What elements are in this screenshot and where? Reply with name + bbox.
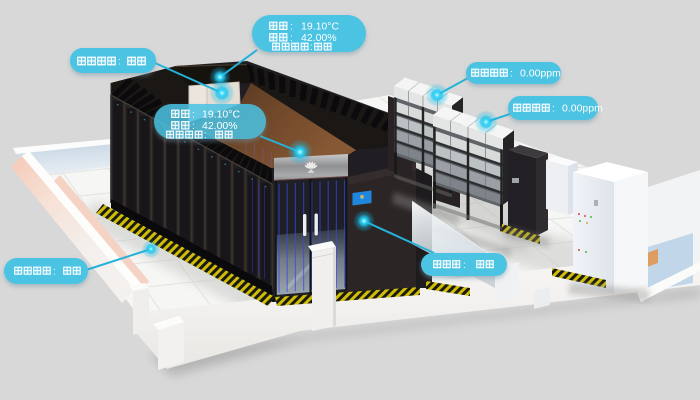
svg-text::: : <box>463 260 466 271</box>
svg-text::: : <box>204 130 207 141</box>
svg-text::: : <box>192 110 195 121</box>
svg-text::: : <box>53 267 56 278</box>
svg-text::: : <box>290 22 293 33</box>
svg-text::: : <box>310 42 313 53</box>
svg-text::: : <box>118 57 121 68</box>
svg-text::: : <box>290 33 293 44</box>
svg-text:0.00ppm: 0.00ppm <box>520 68 561 80</box>
svg-text:19.10°C: 19.10°C <box>301 21 339 33</box>
svg-text::: : <box>552 104 555 115</box>
svg-text::: : <box>510 69 513 80</box>
svg-text:0.00ppm: 0.00ppm <box>562 103 603 115</box>
svg-text::: : <box>192 121 195 132</box>
svg-text:42.00%: 42.00% <box>202 120 238 132</box>
svg-text:19.10°C: 19.10°C <box>202 109 240 121</box>
svg-text:42.00%: 42.00% <box>301 32 337 44</box>
